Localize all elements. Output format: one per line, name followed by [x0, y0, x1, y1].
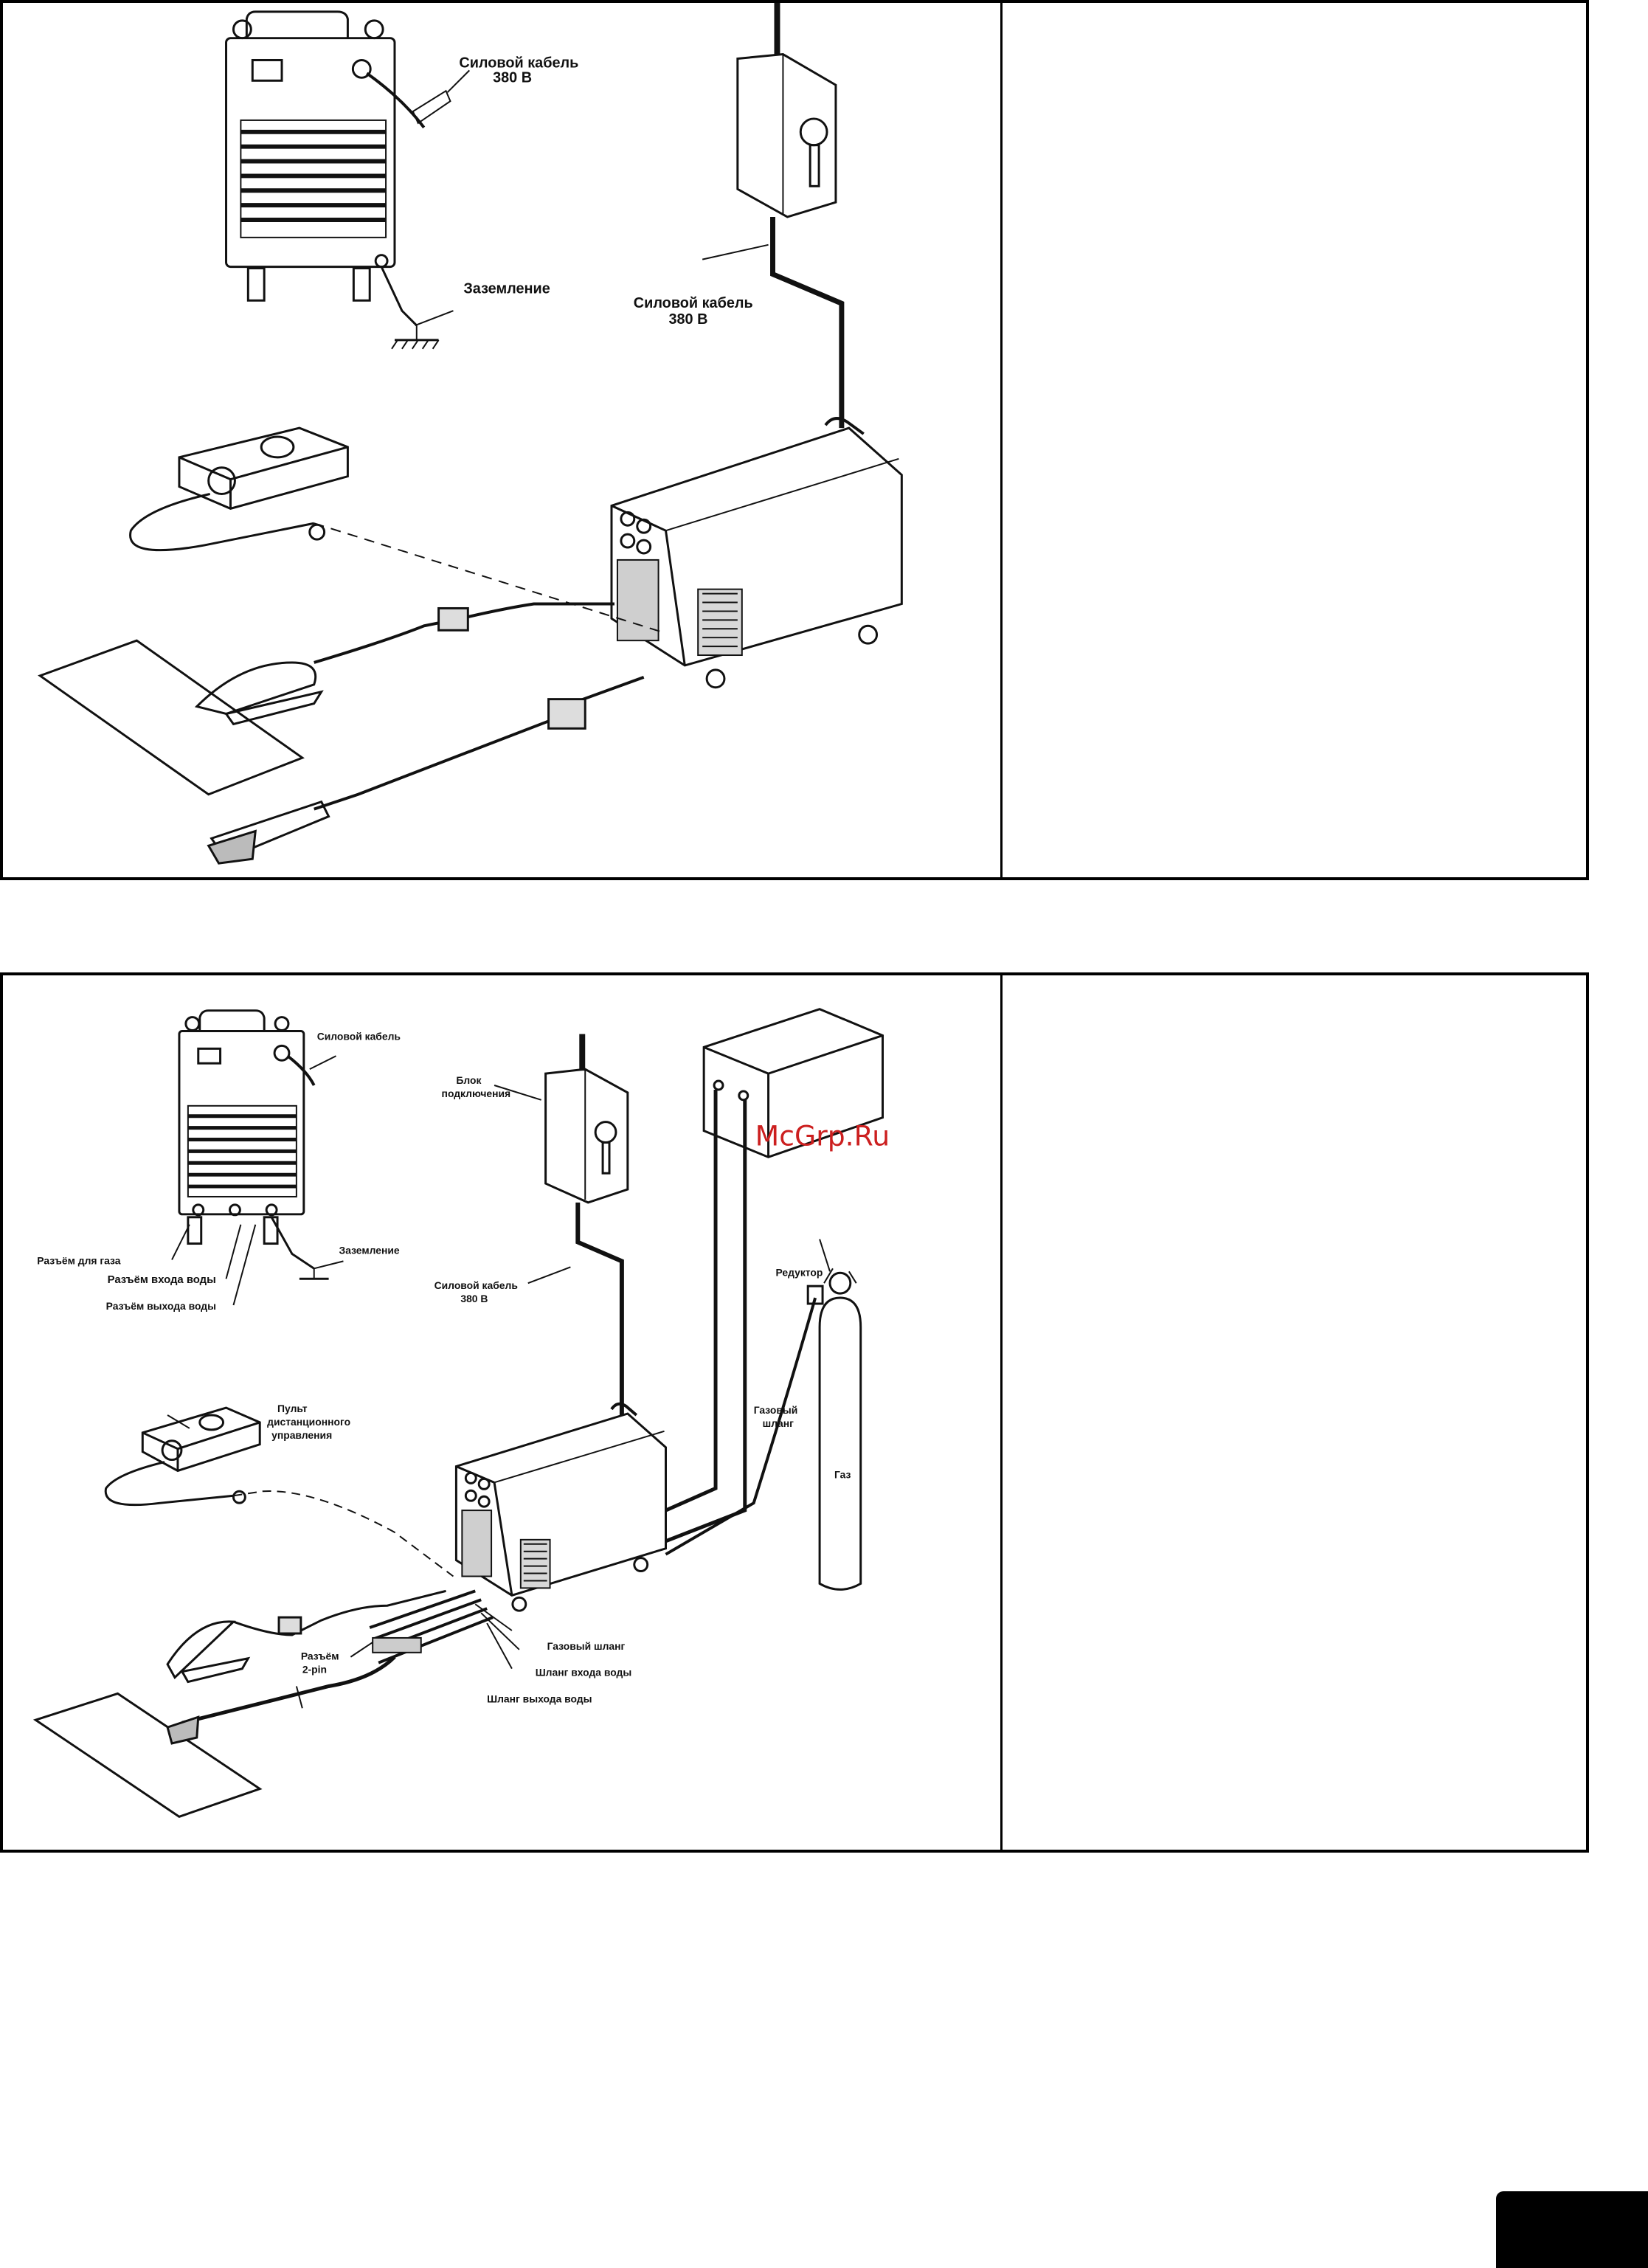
water-cooler [665, 1009, 882, 1541]
label-water-in-connector: Разъём входа воды [108, 1274, 216, 1286]
label-connection-block-1: Блок [456, 1074, 481, 1086]
label-remote-2: дистанционного [267, 1416, 350, 1428]
welder-isometric [456, 1404, 665, 1611]
electrode-holder [209, 677, 644, 863]
label-ground: Заземление [463, 280, 550, 297]
welder-front-view [226, 12, 395, 300]
tig-torch-and-hoses [167, 1591, 493, 1743]
label-connector-2pin-1: Разъём [301, 1650, 339, 1662]
mma-connection-diagram: Силовой кабель 380 В Заземление Силовой … [3, 3, 1000, 877]
workpiece-with-clamp [40, 604, 614, 795]
label-power-cable-mid-1: Силовой кабель [634, 295, 753, 311]
label-water-out-connector: Разъём выхода воды [106, 1300, 216, 1312]
tig-connection-diagram: Силовой кабель Блок подключения Разъём д… [3, 975, 1000, 1850]
label-connection-block-2: подключения [442, 1088, 511, 1099]
label-gas-hose-right-1: Газовый [754, 1404, 798, 1416]
label-remote-1: Пульт [277, 1403, 308, 1414]
notes-column-empty [1003, 975, 1586, 1850]
label-power-cable-top-2: 380 В [493, 69, 532, 86]
label-gas-hose-right-2: шланг [763, 1417, 794, 1429]
wall-switch-box [738, 3, 842, 428]
workpiece-with-clamp [35, 1591, 446, 1816]
diagram-panel-mma: Силовой кабель 380 В Заземление Силовой … [0, 0, 1589, 880]
label-water-out-hose: Шланг выхода воды [487, 1693, 592, 1704]
notes-column-empty [1003, 3, 1586, 877]
label-gas-cylinder: Газ [834, 1468, 851, 1480]
mma-diagram-svg: Силовой кабель 380 В Заземление Силовой … [3, 3, 1000, 877]
connection-block [546, 1034, 628, 1415]
label-water-in-hose: Шланг входа воды [536, 1667, 632, 1678]
panel-divider [1000, 975, 1003, 1850]
welder-front-view [179, 1011, 304, 1244]
label-power-cable-top-1: Силовой кабель [459, 55, 578, 71]
label-remote-3: управления [271, 1429, 332, 1441]
label-reducer: Редуктор [775, 1266, 823, 1278]
panel-divider [1000, 3, 1003, 877]
label-power-cable-380-2: 380 В [460, 1293, 488, 1304]
label-power-cable-380-1: Силовой кабель [434, 1279, 518, 1291]
label-gas-hose: Газовый шланг [547, 1640, 626, 1652]
page-corner-tab [1496, 2191, 1648, 2268]
tig-diagram-svg: Силовой кабель Блок подключения Разъём д… [3, 975, 1000, 1850]
label-power-cable-mid-2: 380 В [668, 311, 707, 328]
label-connector-2pin-2: 2-pin [302, 1664, 327, 1676]
watermark: McGrp.Ru [755, 1119, 890, 1152]
diagram-panel-tig: Силовой кабель Блок подключения Разъём д… [0, 972, 1589, 1853]
label-ground: Заземление [339, 1244, 399, 1256]
label-gas-connector: Разъём для газа [37, 1254, 121, 1266]
label-power-cable: Силовой кабель [317, 1030, 401, 1042]
welder-isometric [612, 418, 901, 688]
